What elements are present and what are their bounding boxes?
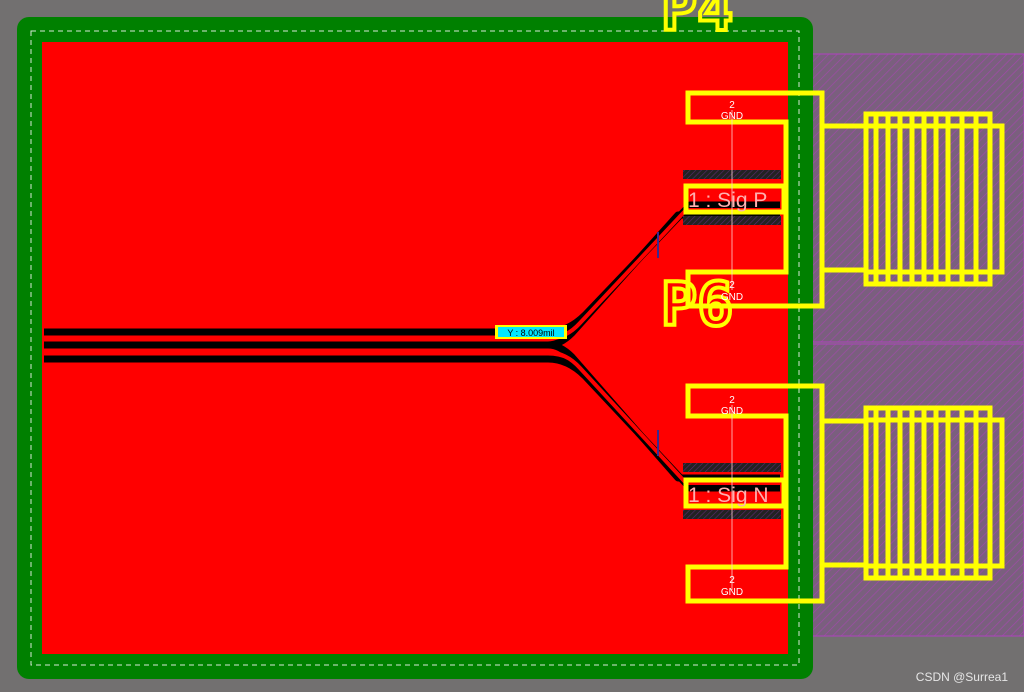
pad-label-sig-p: 1 : Sig P [688, 189, 767, 212]
designator-p6[interactable]: P6 [659, 268, 735, 342]
measurement-tag[interactable]: Y : 8.009mil [495, 325, 567, 339]
pad-net-upper-bottom: GND [721, 292, 743, 303]
pad-number-lower-bottom: 2 [729, 575, 735, 586]
pad-number-upper-top: 2 [729, 100, 735, 111]
connector-p4[interactable] [683, 90, 1005, 309]
connector-p6[interactable] [683, 383, 1005, 604]
pad-net-lower-top: GND [721, 406, 743, 417]
measurement-label: Y : 8.009mil [507, 328, 554, 338]
pad-net-lower-bottom: GND [721, 587, 743, 598]
pad-net-upper-top: GND [721, 111, 743, 122]
pad-label-sig-n: 1 : Sig N [688, 484, 769, 507]
board-keepout-line [30, 30, 800, 666]
pad-number-lower-top: 2 [729, 395, 735, 406]
watermark: CSDN @Surrea1 [916, 670, 1009, 684]
designator-p4[interactable]: P4 [659, 0, 735, 47]
pad-number-upper-bottom: 2 [729, 280, 735, 291]
